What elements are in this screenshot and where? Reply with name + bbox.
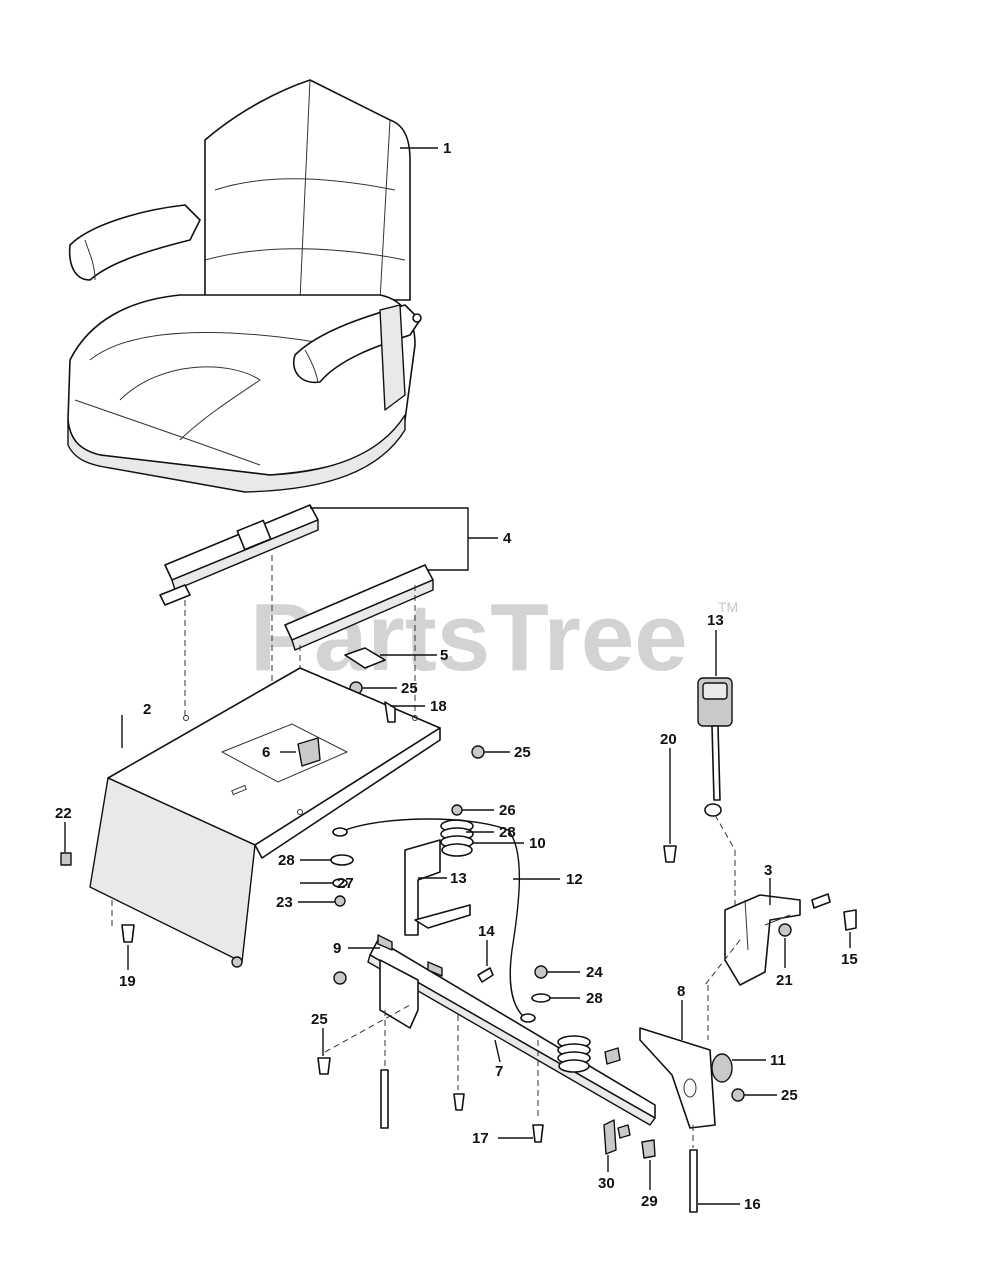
callout-2: 2 xyxy=(143,701,151,718)
part-bolt xyxy=(453,1093,465,1111)
part-bolt-19 xyxy=(121,924,135,943)
part-bolt-20 xyxy=(663,845,677,863)
callout-9: 9 xyxy=(333,940,341,957)
part-nut-25e xyxy=(731,1088,745,1102)
callout-8: 8 xyxy=(677,983,685,1000)
callout-11: 11 xyxy=(770,1052,786,1069)
callout-7: 7 xyxy=(495,1063,503,1080)
part-bolt xyxy=(811,893,831,909)
alignment-line xyxy=(324,1004,411,1053)
callout-25-d: 25 xyxy=(781,1087,798,1104)
callout-19: 19 xyxy=(119,973,136,990)
callout-5: 5 xyxy=(440,647,448,664)
part-washer-28b xyxy=(330,854,354,866)
part-washer-28c xyxy=(531,993,551,1003)
part-seat xyxy=(67,79,422,493)
leader-lines xyxy=(64,147,851,1205)
part-bolt-14 xyxy=(477,967,494,983)
part-switch-6 xyxy=(297,737,321,767)
callout-13-plate: 13 xyxy=(450,870,467,887)
alignment-line xyxy=(714,814,736,851)
part-bolt-17 xyxy=(532,1124,544,1143)
part-nut-25c xyxy=(333,971,347,985)
watermark-tm: TM xyxy=(718,599,738,615)
part-bracket-5 xyxy=(344,647,386,669)
callout-28-b: 28 xyxy=(278,852,295,869)
callout-24: 24 xyxy=(586,964,603,981)
callout-18: 18 xyxy=(430,698,447,715)
callout-17: 17 xyxy=(472,1130,489,1147)
part-nut-24 xyxy=(534,965,548,979)
callout-29: 29 xyxy=(641,1193,658,1210)
part-clip-29 xyxy=(641,1139,656,1159)
cable-eyelet xyxy=(520,1013,536,1023)
part-spring-10 xyxy=(440,819,474,857)
callout-28-a: 28 xyxy=(499,824,516,841)
part-cable-12 xyxy=(339,818,526,1019)
part-clip xyxy=(617,1124,631,1139)
callout-28-c: 28 xyxy=(586,990,603,1007)
part-nut-26 xyxy=(451,804,463,816)
callout-25-c: 25 xyxy=(311,1011,328,1028)
callout-15: 15 xyxy=(841,951,858,968)
part-clip-30 xyxy=(603,1119,617,1155)
callout-3: 3 xyxy=(764,862,772,879)
callout-6: 6 xyxy=(262,744,270,761)
part-bolt-15 xyxy=(843,909,857,931)
callout-20: 20 xyxy=(660,731,677,748)
part-bracket-3 xyxy=(724,894,801,986)
part-bracket-9 xyxy=(379,959,419,1029)
callout-21: 21 xyxy=(776,972,793,989)
part-nut-25b xyxy=(471,745,485,759)
part-plate-13 xyxy=(404,839,441,936)
callout-27: 27 xyxy=(337,875,354,892)
part-seat-pan xyxy=(89,667,441,968)
part-seat-slides xyxy=(159,504,434,651)
part-seatbelt-13 xyxy=(697,677,733,817)
callout-26: 26 xyxy=(499,802,516,819)
part-nut-23 xyxy=(334,895,346,907)
part-bar-7 xyxy=(367,934,656,1126)
callout-16: 16 xyxy=(744,1196,761,1213)
part-spring-lower xyxy=(557,1035,591,1073)
callout-14: 14 xyxy=(478,923,495,940)
part-bushing-11 xyxy=(711,1053,733,1083)
callout-25-a: 25 xyxy=(401,680,418,697)
callout-12: 12 xyxy=(566,871,583,888)
part-bracket-8 xyxy=(639,1027,716,1129)
callout-labels: 1 2 3 4 5 6 7 8 9 10 11 12 13 13 14 15 1… xyxy=(55,140,858,1213)
callout-25-b: 25 xyxy=(514,744,531,761)
callout-22: 22 xyxy=(55,805,72,822)
part-bolt-long xyxy=(380,1069,389,1129)
callout-30: 30 xyxy=(598,1175,615,1192)
callout-1: 1 xyxy=(443,140,451,157)
callout-4: 4 xyxy=(503,530,512,547)
part-bolt-25d xyxy=(317,1057,331,1075)
part-bolt-16 xyxy=(689,1149,698,1213)
part-nut-21 xyxy=(778,923,792,937)
part-nut-22 xyxy=(60,852,72,866)
part-clip xyxy=(604,1047,621,1065)
cable-eyelet xyxy=(332,827,348,837)
callout-13-belt: 13 xyxy=(707,612,724,629)
callout-23: 23 xyxy=(276,894,293,911)
callout-10: 10 xyxy=(529,835,546,852)
